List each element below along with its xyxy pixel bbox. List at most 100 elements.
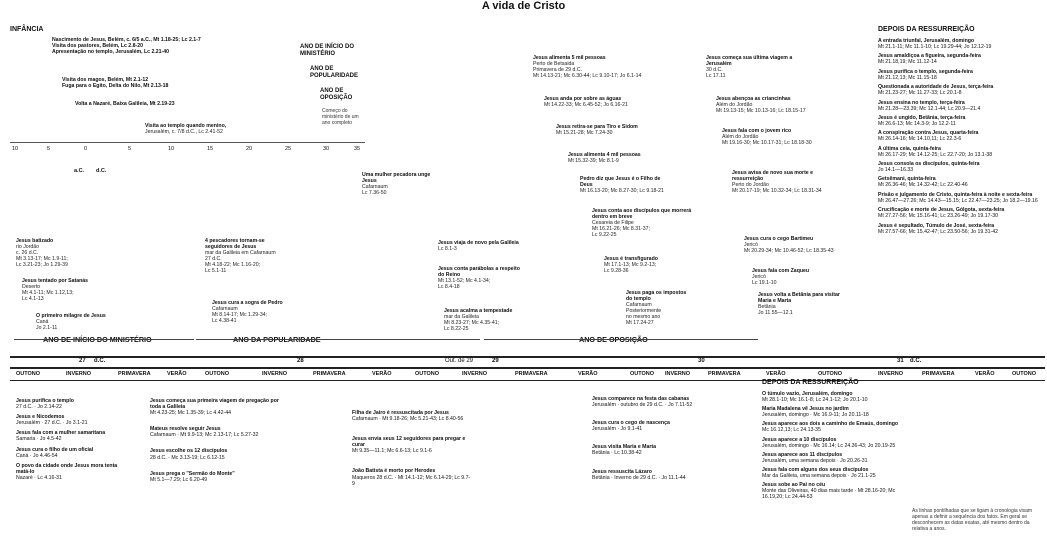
event-detail: Mt 21.18,19; Mc 11.12-14 xyxy=(878,59,937,66)
season-label: PRIMAVERA xyxy=(708,371,741,377)
legend-inicio: ANO DE INÍCIO DO MINISTÉRIO xyxy=(300,44,355,57)
season-label: PRIMAVERA xyxy=(118,371,151,377)
season-label: INVERNO xyxy=(878,371,904,377)
event-detail: Mt 26.14-16; Mc 14.10,11; Lc 22.3-6 xyxy=(878,136,962,143)
season-label: INVERNO xyxy=(262,371,288,377)
event-title: Jesus cura o filho de um oficial xyxy=(16,446,94,453)
season-label: OUTONO xyxy=(1012,371,1037,377)
year-label: Out. de 29 xyxy=(445,358,474,365)
event-detail: Mt 9.35—11.1; Mc 6.6-13; Lc 9.1-6 xyxy=(352,448,432,455)
event-detail: Mt 5.1—7.29; Lc 6.20-49 xyxy=(150,476,208,483)
event-detail: 28 d.C. · Mc 3.13-19; Lc 6.12-15 xyxy=(150,454,225,461)
event-detail: Mt 26.17-29; Mc 14.12-25; Lc 22.7-20; Jo… xyxy=(878,151,993,158)
era-label: d.C. xyxy=(94,358,106,365)
season-label: PRIMAVERA xyxy=(515,371,548,377)
season-label: VERÃO xyxy=(975,371,995,377)
event-detail: Monte das Oliveiras, 40 dias mais tarde … xyxy=(762,488,896,501)
event-title: A última ceia, quinta-feira xyxy=(878,145,941,152)
legend-note: Começo do ministério de um ano completo xyxy=(322,108,359,126)
event-title: Jesus e Nicodemos xyxy=(16,414,65,421)
ad-label: d.C. xyxy=(96,168,107,174)
event-title: Jesus amaldiçoa a figueira, segunda-feir… xyxy=(878,53,981,60)
timeline-mid-line xyxy=(10,367,1045,369)
infancy-event: Nascimento de Jesus, Belém, c. 6/5 a.C.,… xyxy=(52,37,201,56)
event-title: Jesus é sepultado, Túmulo de José, sexta… xyxy=(878,222,995,229)
season-label: INVERNO xyxy=(66,371,92,377)
event-detail: Jerusalém, uma semana depois · Jo 20.26-… xyxy=(762,457,868,464)
event-title: Jesus comparece na festa das cabanas xyxy=(592,396,690,402)
event-title: João Batista é morto por Herodes xyxy=(352,468,436,475)
season-label: OUTONO xyxy=(415,371,440,377)
event-detail: Mt 21.1-11; Mc 11.1-10; Lc 19.29-44; Jo … xyxy=(878,44,992,51)
top-tick: 5 xyxy=(128,146,132,152)
year-label: 31 xyxy=(897,358,904,365)
season-label: PRIMAVERA xyxy=(922,371,955,377)
upper-event: Jesus volta a Betânia para visitar Maria… xyxy=(758,292,840,317)
list-event: Jesus envia seus 12 seguidores para preg… xyxy=(352,436,472,454)
depois-bottom-header: DEPOIS DA RESSURREIÇÃO xyxy=(762,379,859,386)
infancy-header: INFÂNCIA xyxy=(10,26,44,33)
footnote: As linhas pontilhadas que se ligam à cro… xyxy=(912,508,1033,532)
list-event: Jesus começa sua primeira viagem de preg… xyxy=(150,398,280,416)
top-tick: 35 xyxy=(354,146,361,152)
upper-event: Jesus conta aos discípulos que morrerá d… xyxy=(592,208,692,239)
list-event: Jesus amaldiçoa a figueira, segunda-feir… xyxy=(878,53,1046,65)
list-event: Jesus fala com alguns dos seus discípulo… xyxy=(762,467,902,479)
event-title: Maria Madalena vê Jesus no jardim xyxy=(762,406,849,413)
event-detail: Nazaré · Lc 4.16-31 xyxy=(16,474,62,481)
top-tick: 0 xyxy=(84,146,88,152)
event-detail: Cafarnaum · Mt 9.9-13; Mc 2.13-17; Lc 5.… xyxy=(150,432,259,439)
list-event: Jesus é sepultado, Túmulo de José, sexta… xyxy=(878,223,1046,235)
list-event: Jesus prega o "Sermão do Monte"Mt 5.1—7.… xyxy=(150,471,280,483)
legend-op: ANO DE OPOSIÇÃO xyxy=(320,88,353,101)
list-event: Crucificação e morte de Jesus, Gólgota, … xyxy=(878,207,1046,219)
event-title: A entrada triunfal, Jerusalém, domingo xyxy=(878,38,975,44)
event-detail: Mt 27.57-66; Mc 15.42-47; Lc 23.50-56; J… xyxy=(878,228,998,235)
infancy-event: Visita ao templo quando menino,Jerusalém… xyxy=(145,123,227,136)
bc-label: a.C. xyxy=(74,168,85,174)
event-title: Jesus é ungido, Betânia, terça-feira xyxy=(878,114,966,121)
list-event: Questionada a autoridade de Jesus, terça… xyxy=(878,84,1046,96)
lower-column: Jesus começa sua primeira viagem de preg… xyxy=(150,398,280,493)
event-title: Filha de Jairo é ressuscitada por Jesus xyxy=(352,410,449,416)
event-detail: Caná · Jo 4.46-54 xyxy=(16,452,58,459)
event-detail: Jo 14.1—16.33 xyxy=(878,167,914,174)
event-title: Mateus resolve seguir Jesus xyxy=(150,426,221,433)
event-title: Jesus escolhe os 12 discípulos xyxy=(150,448,228,455)
season-label: INVERNO xyxy=(665,371,691,377)
event-detail: Mt 26.36-46; Mc 14.32-42; Lc 22.40-46 xyxy=(878,182,968,189)
event-detail: Mar da Galileia, uma semana depois · Jo … xyxy=(762,473,876,480)
event-detail: Jerusalém, domingo · Mc 16.14; Lc 24.36-… xyxy=(762,442,896,449)
year-label: 28 xyxy=(297,358,304,365)
list-event: A conspiração contra Jesus, quarta-feira… xyxy=(878,130,1046,142)
top-tick: 15 xyxy=(207,146,214,152)
legend-pop: ANO DE POPULARIDADE xyxy=(310,66,359,79)
season-label: VERÃO xyxy=(167,371,187,377)
event-detail: Mt 21.12,13; Mc 11.15-18 xyxy=(878,74,937,81)
event-detail: Jerusalém · Jo 9.1-41 xyxy=(592,426,643,433)
period-bracket xyxy=(14,339,194,340)
event-title: Jesus purifica o templo, segunda-feira xyxy=(878,68,973,75)
